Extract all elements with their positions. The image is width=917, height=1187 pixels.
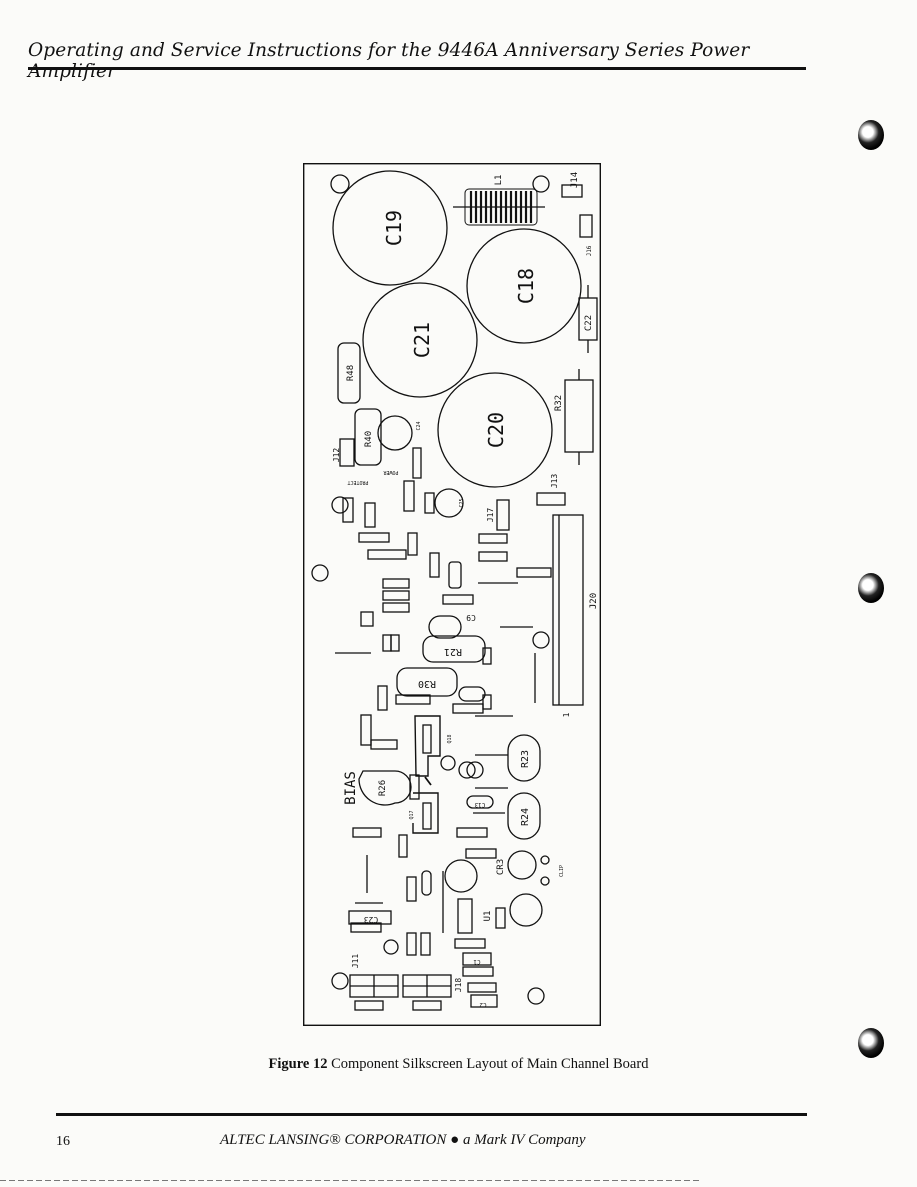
- label-pin1: 1: [562, 712, 571, 717]
- label-j20: J20: [589, 593, 599, 609]
- scan-artifact: [0, 1180, 700, 1181]
- label-q17: Q17: [409, 810, 415, 819]
- label-c25: C25: [459, 498, 465, 507]
- board-silkscreen: C19 C18 C21 C20 L1 J14 J16 C22 R32 J13 J…: [303, 163, 601, 1026]
- label-j11: J11: [351, 954, 360, 969]
- label-c21: C21: [410, 322, 434, 358]
- label-protect: PROTECT: [347, 479, 368, 485]
- mount-hole: [311, 564, 329, 582]
- label-bias: BIAS: [343, 771, 359, 805]
- label-c1: C1: [473, 958, 481, 965]
- label-c24: C24: [416, 421, 422, 430]
- label-clip: CLIP: [559, 865, 565, 877]
- label-r21: R21: [444, 646, 462, 657]
- label-q18: Q18: [447, 734, 453, 743]
- label-j14: J14: [570, 172, 580, 188]
- capacitor-c21: [362, 282, 478, 398]
- label-r32: R32: [554, 395, 564, 411]
- label-l1: L1: [494, 175, 504, 186]
- mount-hole: [330, 174, 350, 194]
- label-u1: U1: [483, 911, 493, 922]
- label-j18: J18: [454, 978, 463, 993]
- page-title: Operating and Service Instructions for t…: [28, 40, 750, 82]
- page-number: 16: [56, 1134, 70, 1149]
- header-rule: [28, 67, 806, 70]
- label-j13: J13: [550, 474, 559, 489]
- figure-number: Figure 12: [268, 1056, 328, 1072]
- label-c13: C13: [474, 801, 485, 808]
- label-r40: R40: [364, 431, 374, 447]
- label-c9: C9: [466, 613, 476, 622]
- binder-hole-icon: [858, 120, 884, 150]
- binder-hole-icon: [858, 573, 884, 603]
- label-c18: C18: [514, 268, 538, 304]
- label-r24: R24: [520, 808, 531, 826]
- footer-company: ALTEC LANSING® CORPORATION ● a Mark IV C…: [220, 1132, 586, 1148]
- label-c20: C20: [484, 412, 508, 448]
- label-c2: C2: [479, 1001, 487, 1008]
- label-j17: J17: [486, 508, 495, 523]
- label-r23: R23: [520, 750, 531, 768]
- capacitor-c19: [332, 170, 448, 286]
- label-r30: R30: [418, 678, 436, 689]
- mount-hole: [331, 972, 349, 990]
- label-r26: R26: [378, 780, 388, 796]
- binder-hole-icon: [858, 1028, 884, 1058]
- mount-hole: [532, 631, 550, 649]
- label-power: POWER: [382, 469, 398, 475]
- footer-rule: [56, 1113, 807, 1116]
- label-j12: J12: [332, 448, 341, 463]
- label-c23: C23: [364, 915, 379, 924]
- label-c19: C19: [382, 210, 406, 246]
- figure-caption-text: Component Silkscreen Layout of Main Chan…: [331, 1056, 649, 1072]
- capacitor-c20: [437, 372, 553, 488]
- figure-caption: Figure 12 Component Silkscreen Layout of…: [0, 1056, 917, 1073]
- board-outline: [303, 163, 601, 1026]
- label-j16: J16: [586, 245, 593, 256]
- label-c22: C22: [584, 315, 594, 331]
- capacitor-c18: [466, 228, 582, 344]
- connector-j20: [552, 514, 584, 706]
- label-r48: R48: [346, 365, 356, 381]
- inductor-l1: [453, 188, 545, 226]
- mount-hole: [527, 987, 545, 1005]
- label-cr3: CR3: [496, 859, 506, 875]
